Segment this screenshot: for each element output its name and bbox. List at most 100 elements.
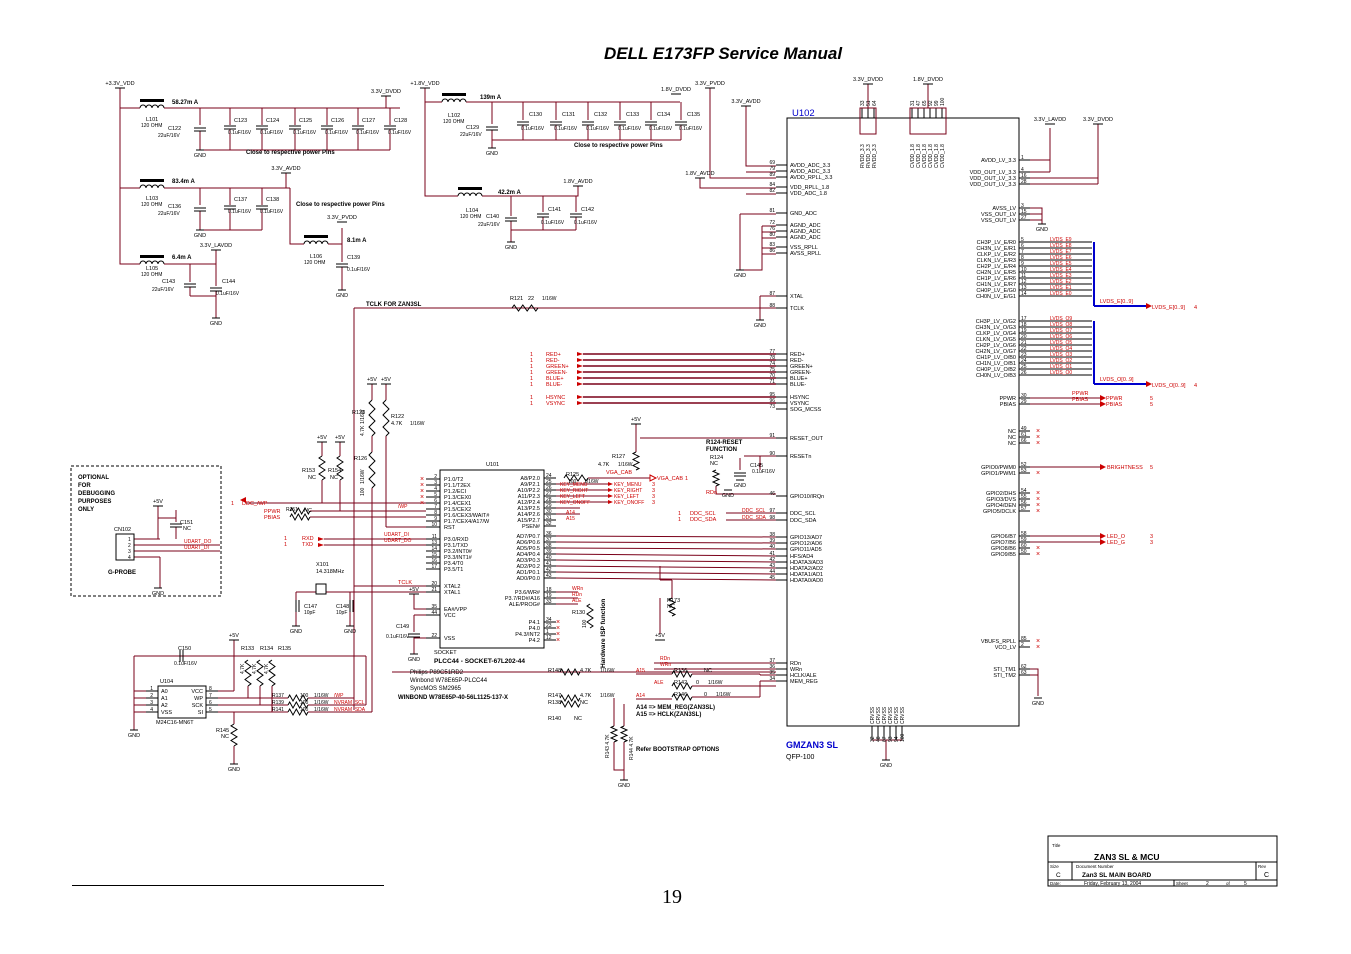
ad-bus-wire [555,559,777,563]
key-net: KEY_MENU [614,482,642,488]
label: 13 [431,540,437,546]
u102-pin-number: 88 [769,303,775,309]
label: 19 [546,593,552,599]
u102-pin-label: RVDD_3.3 [866,144,872,168]
wire [740,254,763,271]
crystal-x101 [315,583,327,595]
u102-pin-number: 90 [769,451,775,457]
label: KEY_RIGHT [560,488,588,494]
label: 34 [546,617,552,623]
wire [745,106,776,167]
u102-pin-number: 39 [769,538,775,544]
label: 14.318MHz [316,569,344,575]
u102-pin-number: 51 [866,100,872,106]
u102-package: QFP-100 [786,754,815,761]
no-connect-mark: × [1036,490,1040,497]
label: AD3/P0.3 [516,558,540,564]
label: P3.7/RD#/A16 [505,596,540,602]
label: C129 [466,125,479,131]
no-connect-mark: × [1036,470,1040,477]
u102-pin-label: GPIO2/DHS [986,491,1016,497]
u102-pin-label: NC [1008,435,1016,441]
label: KEY_LEFT [560,494,585,500]
label: C123 [234,118,247,124]
label: LED_O [1107,534,1126,540]
label: 1/16W [542,296,557,302]
label: 4 [434,486,437,492]
u102-pin-label: VDD_OUT_LV_3.3 [970,176,1016,182]
label: 33 [546,599,552,605]
u102-pin-label: GPIO3/DVS [986,497,1016,503]
wire [1030,207,1043,224]
label: C137 [234,197,247,203]
label: 1/16W [360,409,366,424]
resistor-r139 [287,700,309,710]
no-connect-mark: × [556,625,560,632]
label: 7 [434,504,437,510]
wire [709,88,776,179]
u102-pin-number: 89 [769,172,775,178]
label: A14 => MEM_REG(ZAN3SL) [636,705,715,711]
u102-pin-label: VDD_RPLL_1.8 [790,185,829,191]
label: 0.1uF/16V [325,130,349,136]
label: 0.1uF/16V [679,126,703,132]
power-rail-label: 1.8V_DVDD [913,77,943,83]
label: 15 [431,552,437,558]
u102-pin-number: 25 [1021,364,1027,370]
label: WRn [572,586,583,592]
label: 8.1m A [347,238,367,244]
label: LVDS_E[0..9] [1100,299,1133,305]
port-arrow [577,352,583,356]
label: 12 [546,635,552,641]
label: G-PROBE [108,570,136,576]
lvds-e-net: LVDS_E6 [1050,255,1072,261]
label: VSS [161,710,172,716]
u102-pin-label: NC [1008,441,1016,447]
power-rail-label: 3.3V_DVDD [371,89,401,95]
u102-pin-label: CVDD_1.8 [934,144,940,168]
label: VGA_CAB [606,470,632,476]
label: 41 [546,561,552,567]
label: 11 [432,534,437,540]
u102-pin-number: 41 [769,551,775,557]
u102-pin-label: CH1N_LV_O/B1 [976,361,1016,367]
label: WINBOND W78E65P-40-56L1125-137-X [398,695,508,701]
label: 0.1uF/16V [521,126,545,132]
u104-body [157,685,207,719]
label: NC [704,668,712,674]
label: AD5/P0.5 [516,546,540,552]
label: RDn [660,656,670,662]
label: P4.3/INT2 [515,632,540,638]
label: NC [183,526,191,532]
label: R146 [674,692,687,698]
inductor-l106 [304,235,328,238]
inductor-l101 [140,99,164,102]
label: C149 [396,624,409,630]
label: 0 [704,692,707,698]
ground-label: GND [486,151,498,157]
label: C143 [162,279,175,285]
u102-pin-label: VDD_OUT_LV_3.3 [970,170,1016,176]
label: P3.1/TXD [444,543,468,549]
label: 22uF/16V [478,222,500,228]
u102-pin-number: 34 [769,676,775,682]
u102-pin-number: 19 [1021,328,1027,334]
label: 35 [431,604,437,610]
label: 1 [284,536,287,542]
label: 1/16W [314,693,329,699]
resistor-r123 [368,399,376,437]
u102-pin-label: AGND_ADC [790,223,821,229]
label: C132 [594,112,607,118]
u102-pin-label: VSS_OUT_LV [981,212,1016,218]
u102-pin-label: RDn [790,661,801,667]
u102-ref: U102 [792,108,815,119]
u102-pin-number: 3 [1021,203,1024,209]
resistor-r126 [368,451,376,489]
u102-pin-number: 52 [1021,462,1027,468]
u102-pin-label: GPIO8/B6 [991,546,1016,552]
u102-pin-number: 16 [1021,173,1027,179]
port-arrow [318,537,324,541]
inductor-l106 [303,240,329,245]
label: DDC_SCL [742,508,766,514]
